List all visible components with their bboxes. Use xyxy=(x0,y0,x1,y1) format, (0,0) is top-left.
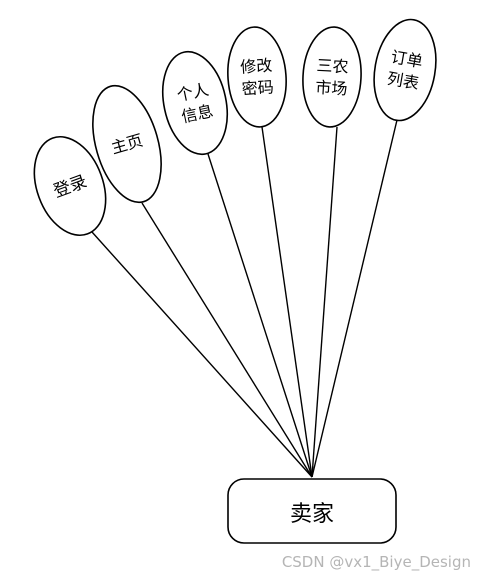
edge-home xyxy=(141,202,313,478)
node-label-password-line2: 密码 xyxy=(241,77,274,98)
node-ellipse-market xyxy=(302,26,362,128)
edge-login xyxy=(91,231,313,478)
node-ellipse-home xyxy=(92,84,162,204)
root-label: 卖家 xyxy=(290,502,334,527)
root-node: 卖家 xyxy=(227,478,397,544)
node-ellipse-profile xyxy=(162,50,228,156)
edge-market xyxy=(311,126,338,478)
node-login: 登录 xyxy=(33,135,107,237)
node-label-password-line1: 修改 xyxy=(240,56,273,77)
edge-profile xyxy=(207,153,313,478)
node-home: 主页 xyxy=(92,84,162,204)
node-ellipse-password xyxy=(227,26,287,128)
node-label-market-line2: 市场 xyxy=(315,78,348,99)
edge-password xyxy=(261,126,313,478)
node-ellipse-orders xyxy=(373,18,437,122)
node-ellipse-login xyxy=(33,135,107,237)
node-label-market-line1: 三农 xyxy=(316,56,349,77)
edges xyxy=(91,119,398,478)
root-box xyxy=(227,478,397,544)
watermark: CSDN @vx1_Biye_Design xyxy=(281,553,471,571)
edge-orders xyxy=(311,119,398,478)
